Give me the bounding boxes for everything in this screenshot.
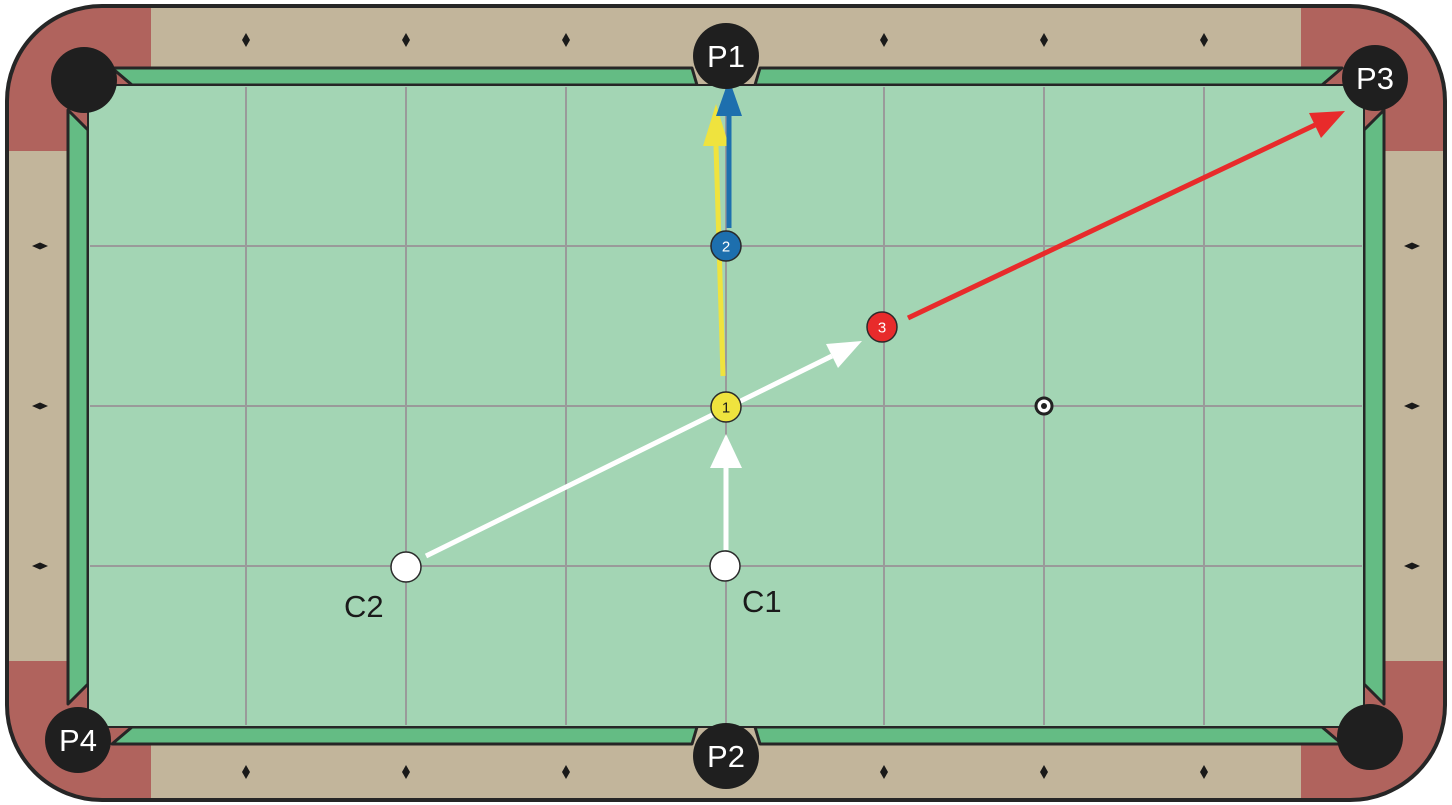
pocket-p3: P3 (1342, 45, 1408, 111)
pocket-bottom-right (1337, 704, 1403, 770)
rail-top-right (755, 68, 1342, 85)
pocket-p1: P1 (693, 23, 759, 89)
rail-bottom-left (112, 727, 697, 744)
pocket-p4: P4 (45, 707, 111, 773)
ball-3-number: 3 (878, 320, 886, 337)
rail-bottom-right (755, 727, 1342, 744)
crosshair-spot-icon (1036, 398, 1052, 414)
rail-right (1364, 110, 1384, 704)
rail-top-left (112, 68, 697, 85)
ball-1: 1 (711, 392, 741, 422)
ball-2-number: 2 (722, 239, 730, 256)
pocket-label-p1: P1 (707, 39, 745, 74)
cue-ball-label-c2: C2 (344, 589, 384, 624)
ball-1-number: 1 (722, 400, 730, 417)
pocket-label-p4: P4 (59, 723, 97, 758)
pocket-p2: P2 (693, 723, 759, 789)
pocket-label-p2: P2 (707, 739, 745, 774)
ball-2: 2 (711, 231, 741, 261)
cue-ball-label-c1: C1 (742, 584, 782, 619)
pocket-top-left (51, 47, 117, 113)
pocket-label-p3: P3 (1356, 61, 1394, 96)
ball-3: 3 (867, 312, 897, 342)
rail-left (68, 110, 88, 704)
